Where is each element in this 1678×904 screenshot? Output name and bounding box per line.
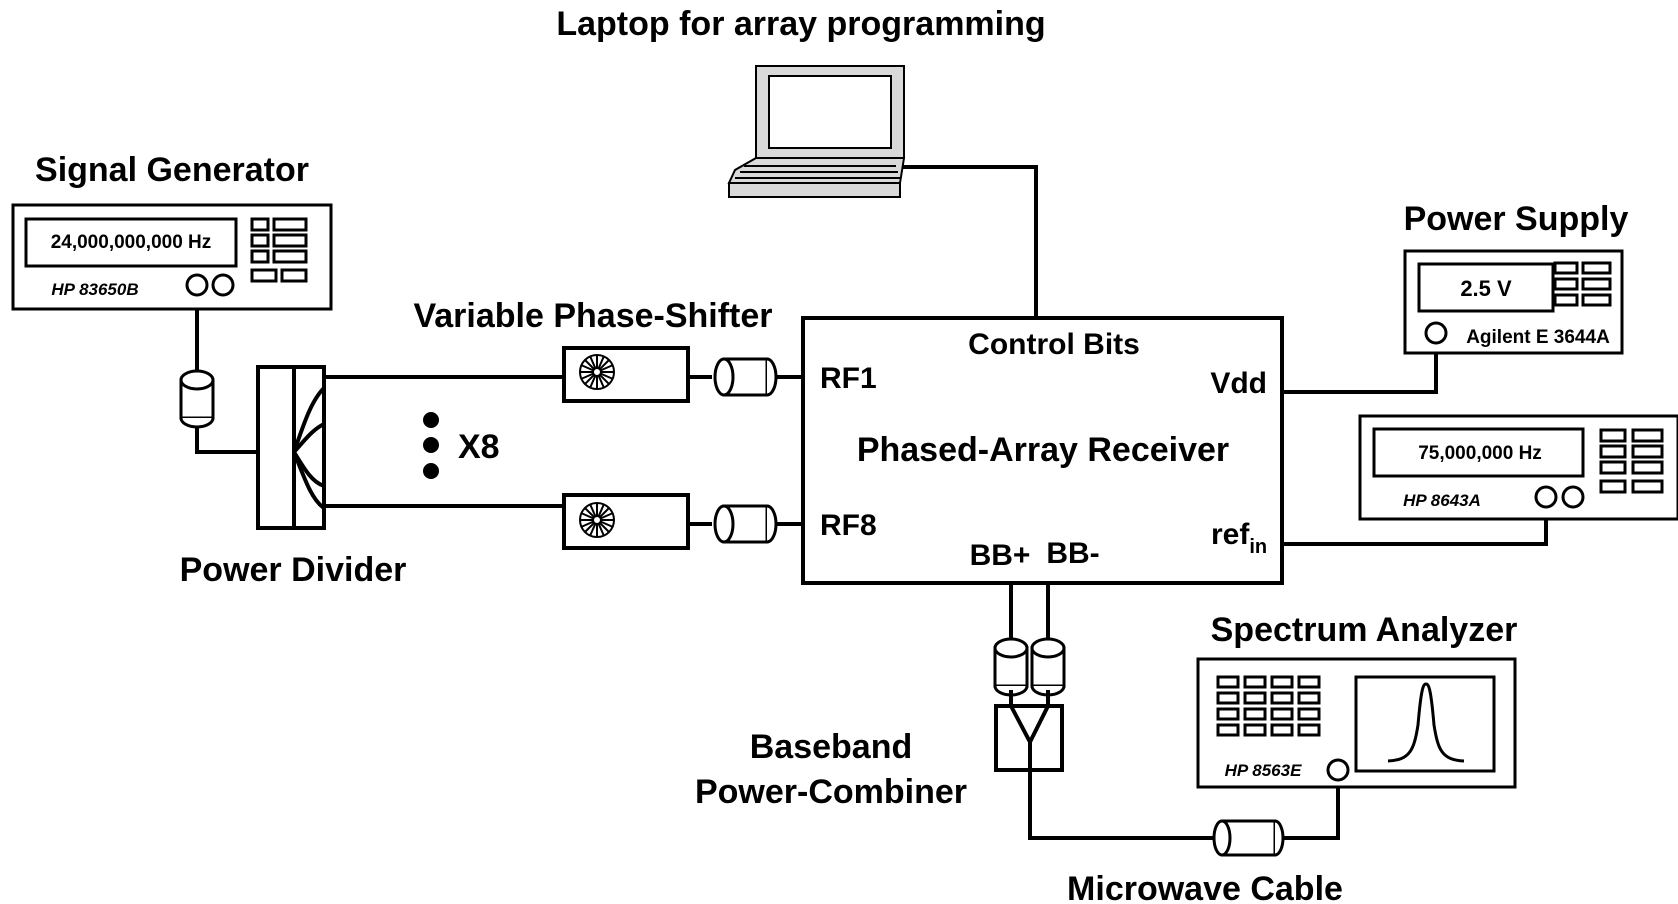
ref-label-sub: in: [1249, 536, 1267, 558]
bb-minus-connector-icon: [1030, 637, 1066, 697]
bb-minus-label: BB-: [1046, 537, 1099, 570]
vdd-label: Vdd: [1210, 367, 1267, 400]
phase-shifter-8-dial-icon: [579, 502, 615, 538]
power-supply-port-icon: [1424, 321, 1448, 345]
spectrum-analyzer-instrument: [1196, 657, 1517, 789]
microwave-cable-connector-icon: [1212, 819, 1285, 857]
control-bits-label: Control Bits: [968, 328, 1140, 361]
signal-generator-display: [24, 217, 238, 268]
spectrum-analyzer-screen: [1354, 675, 1496, 773]
rf8-connector-icon: [713, 504, 778, 544]
power-divider-icon: [256, 365, 326, 530]
signal-generator-keypad: [250, 217, 308, 283]
bb-plus-label: BB+: [970, 539, 1031, 572]
siggen-output-port-icon: [185, 273, 209, 297]
combiner-to-cable-wire: [1028, 770, 1215, 840]
x8-ellipsis-icon: [423, 412, 439, 479]
laptop-label: Laptop for array programming: [556, 5, 1045, 43]
ref-generator-output-port-icon: [1534, 485, 1558, 509]
ref-generator-instrument: [1358, 414, 1678, 521]
cable-to-analyzer-wire: [1276, 779, 1340, 840]
baseband-label-line2: Power-Combiner: [695, 773, 967, 811]
x8-label: X8: [458, 428, 500, 466]
rf1-label: RF1: [820, 362, 877, 395]
vdd-wire: [1282, 341, 1438, 394]
ref-generator-display-text: 75,000,000 Hz: [1418, 443, 1542, 464]
laptop-control-wire: [878, 165, 1038, 318]
phase-shifter-1-dial-icon: [579, 354, 615, 390]
ref-generator-port-icon: [1561, 485, 1585, 509]
spectrum-analyzer-label: Spectrum Analyzer: [1211, 611, 1518, 649]
baseband-label-line1: Baseband: [750, 728, 913, 766]
phase-shifter-label: Variable Phase-Shifter: [413, 297, 772, 335]
siggen-port-icon: [211, 273, 235, 297]
power-supply-display-text: 2.5 V: [1460, 276, 1512, 301]
power-supply-instrument: [1403, 249, 1624, 355]
baseband-combiner-icon: [994, 690, 1064, 772]
power-supply-label: Power Supply: [1404, 200, 1629, 238]
phase-shifter-8: [562, 493, 690, 550]
power-supply-keypad: [1553, 261, 1612, 307]
rf8-label: RF8: [820, 509, 877, 542]
ref-generator-model: HP 8643A: [1403, 491, 1481, 510]
spectrum-analyzer-port-icon: [1326, 758, 1350, 782]
microwave-cable-label: Microwave Cable: [1067, 870, 1343, 904]
phase-shifter-1: [562, 346, 690, 403]
ref-label: refin: [1211, 518, 1267, 558]
signal-generator-instrument: [11, 203, 333, 311]
ref-label-main: ref: [1211, 518, 1250, 551]
ref-generator-display: [1372, 427, 1585, 478]
wires: [195, 165, 1548, 840]
bb-plus-connector-icon: [993, 637, 1029, 697]
power-supply-display: [1417, 262, 1555, 313]
signal-generator-label: Signal Generator: [35, 151, 309, 189]
ref-generator-keypad: [1599, 428, 1664, 494]
signal-generator-model: HP 83650B: [51, 280, 138, 299]
receiver-title: Phased-Array Receiver: [857, 431, 1229, 469]
spectrum-analyzer-keypad: [1216, 675, 1321, 737]
power-divider-label: Power Divider: [180, 551, 407, 589]
rf1-connector-icon: [713, 357, 778, 397]
phased-array-receiver-box: [801, 316, 1284, 585]
signal-generator-display-text: 24,000,000,000 Hz: [51, 232, 212, 253]
spectrum-peak-trace: [1387, 682, 1465, 763]
spectrum-analyzer-model: HP 8563E: [1225, 761, 1303, 780]
power-supply-model: Agilent E 3644A: [1466, 327, 1610, 348]
siggen-cable-connector-icon: [179, 369, 215, 429]
laptop-icon: [727, 65, 906, 198]
